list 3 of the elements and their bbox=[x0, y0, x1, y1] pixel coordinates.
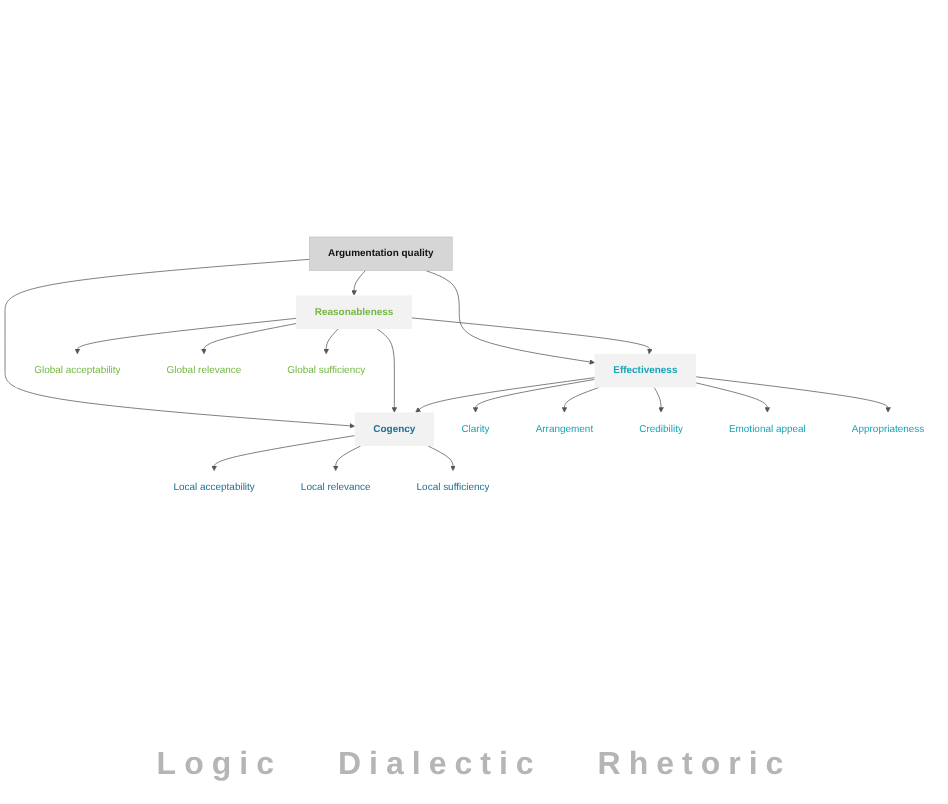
region-label: Rhetoric bbox=[597, 748, 792, 784]
region-label: Logic bbox=[156, 748, 282, 784]
region-label: Dialectic bbox=[337, 748, 542, 784]
